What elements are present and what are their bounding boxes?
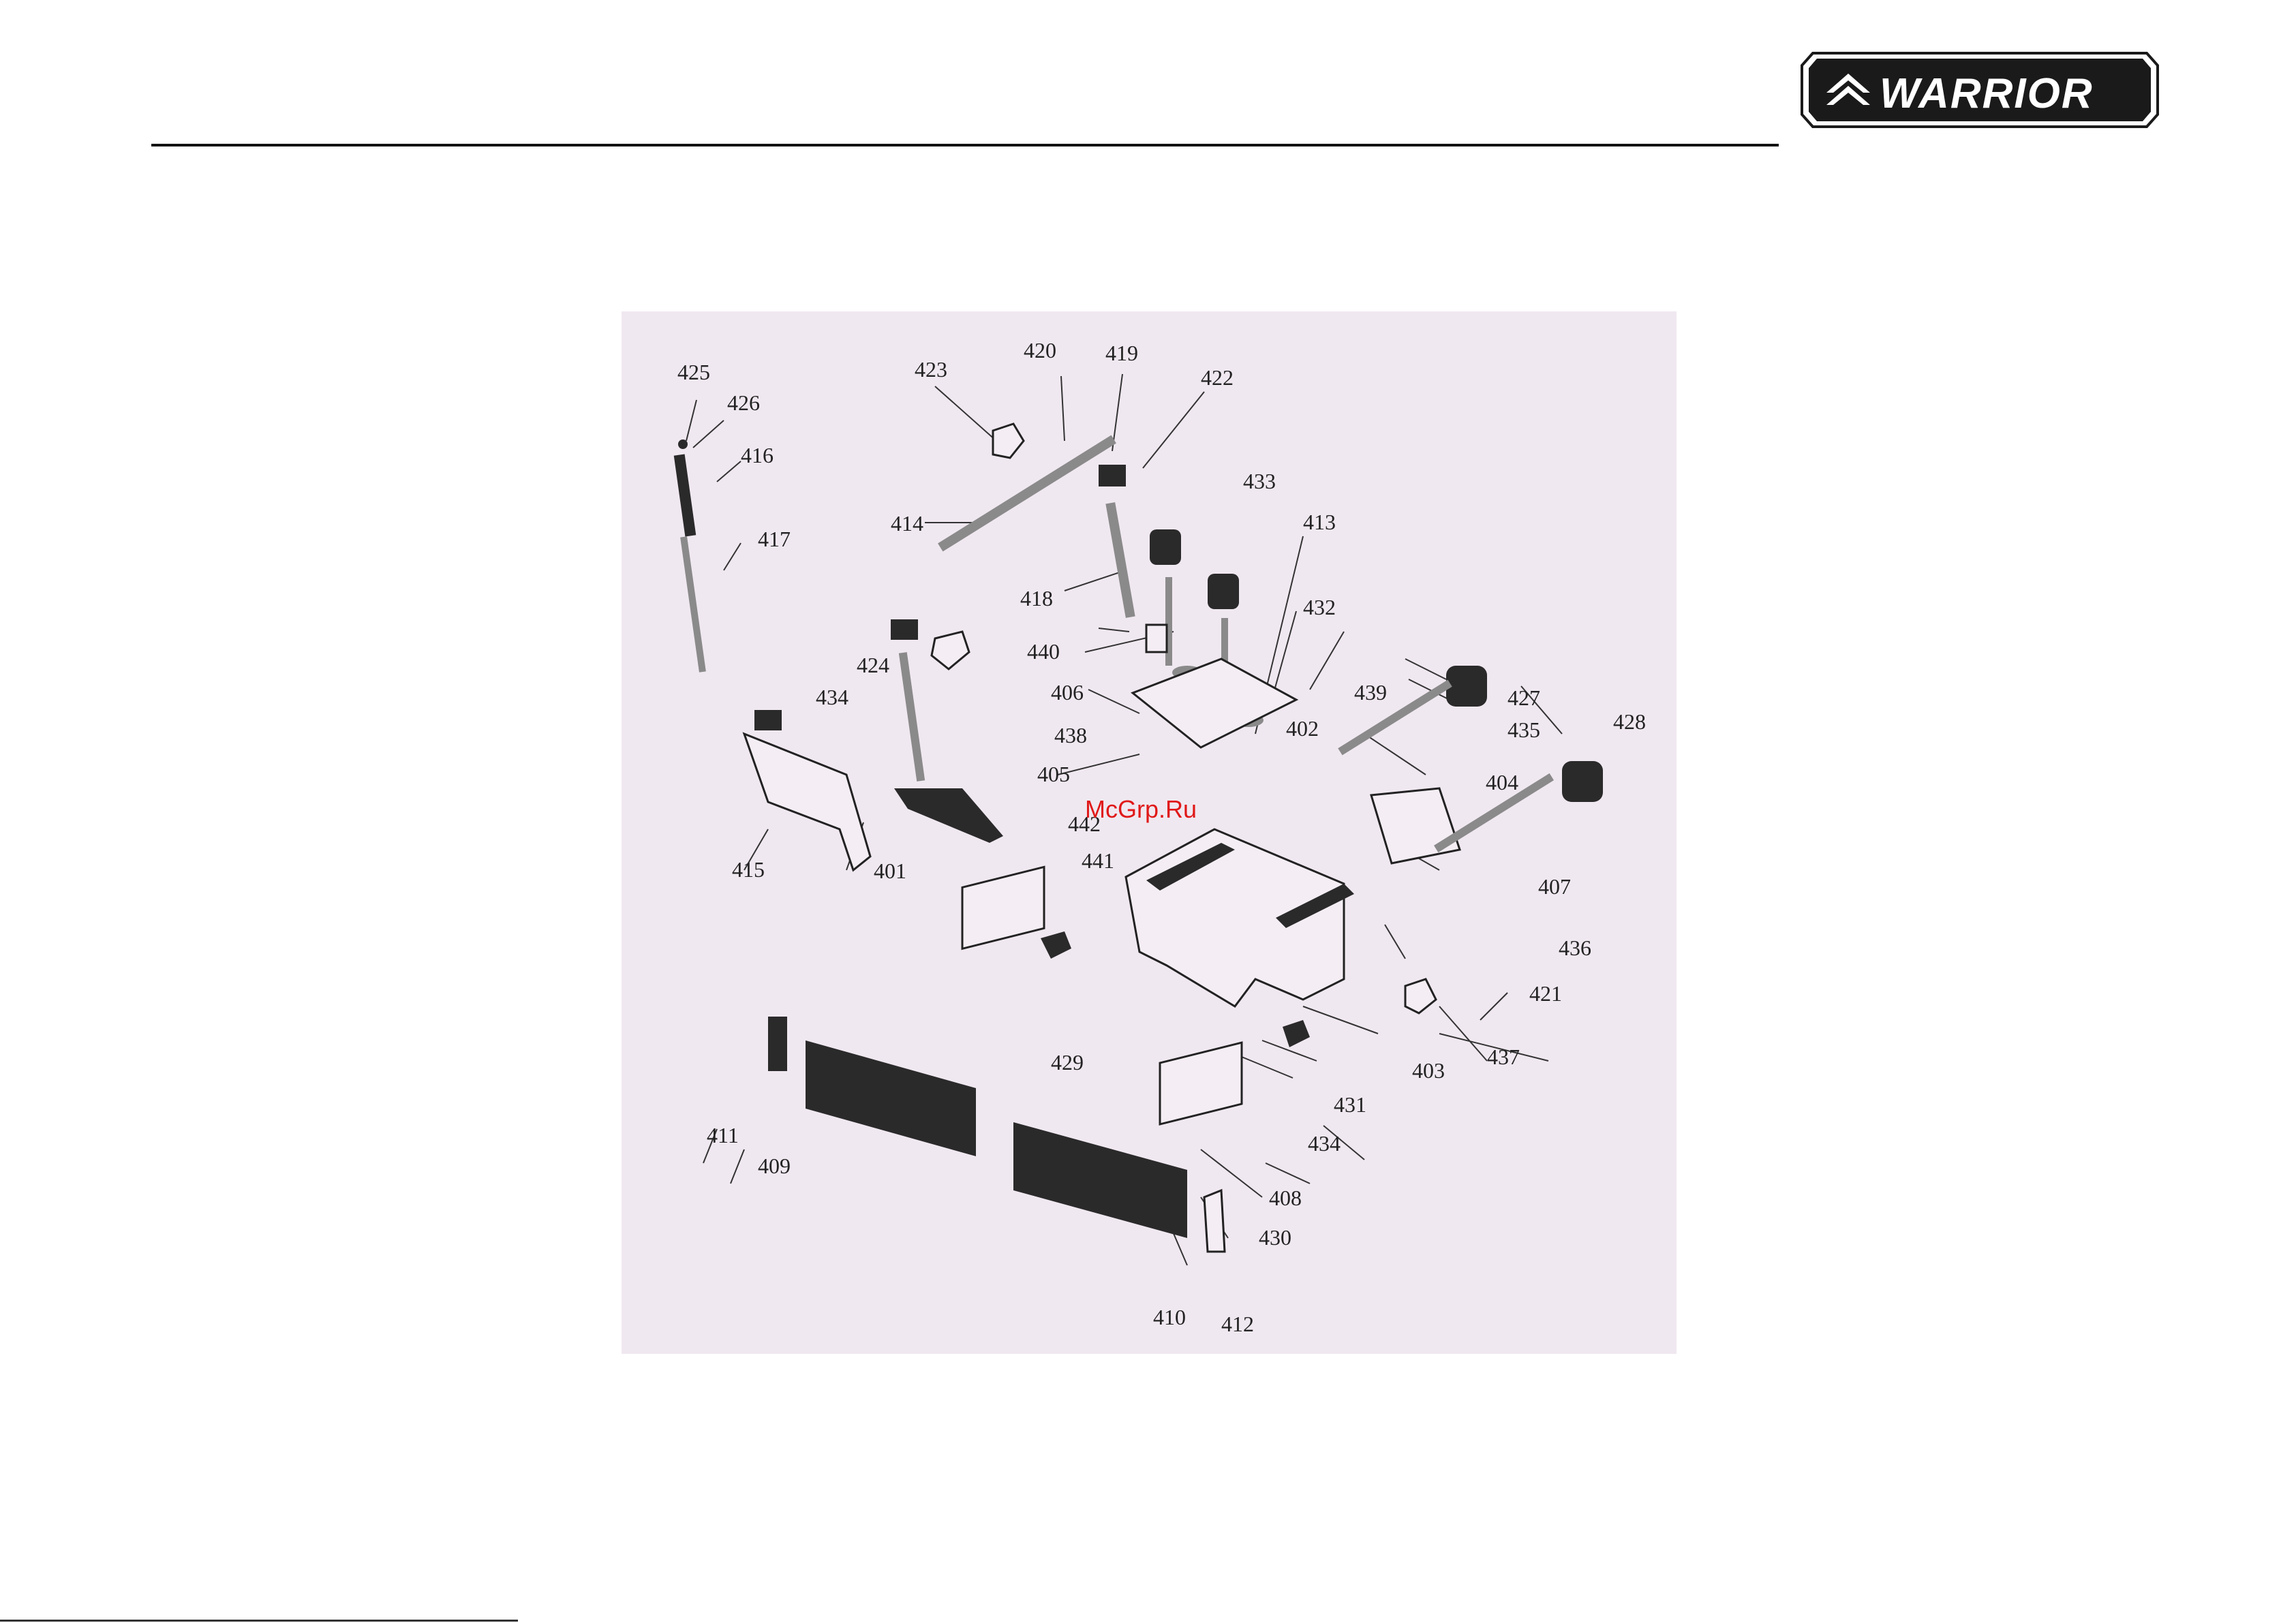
part-label: 410 [1153,1305,1186,1329]
part-label: 430 [1259,1225,1291,1250]
flange-404 [1371,788,1460,863]
part-label: 404 [1486,770,1518,794]
part-label: 420 [1024,338,1056,362]
part-label: 432 [1303,595,1336,619]
block-upper [891,619,918,640]
knob-437 [1405,979,1436,1013]
knob-431 [1283,1020,1310,1047]
part-label: 441 [1082,848,1114,873]
roller-433a [1150,529,1181,565]
parts-diagram: 425 426 416 417 423 420 419 422 414 433 … [622,311,1677,1354]
part-label: 423 [915,357,947,382]
part-label: 411 [707,1123,739,1147]
part-label: 425 [677,360,710,384]
part-label: 431 [1334,1092,1366,1117]
part-label: 424 [857,653,889,677]
part-label: 403 [1412,1058,1445,1083]
part-label: 414 [891,511,923,536]
footer-divider [0,1620,518,1622]
cap-411 [768,1017,787,1071]
part-label: 406 [1051,680,1084,705]
rod-401 [899,652,925,782]
part-label: 409 [758,1154,791,1178]
foot-401 [894,788,1003,843]
knob-mid [932,632,969,669]
part-label: 415 [732,857,765,882]
part-label: 427 [1507,685,1540,710]
part-label: 426 [727,390,760,415]
motor-427 [1446,666,1487,707]
logo-text: WARRIOR [1880,70,2094,117]
part-label: 421 [1529,981,1562,1006]
bushing-406 [1146,625,1167,652]
parts-diagram-drawing: 425 426 416 417 423 420 419 422 414 433 … [622,311,1677,1354]
part-label: 402 [1286,716,1319,741]
warrior-logo: WARRIOR [1799,50,2160,129]
watermark: McGrp.Ru [1085,795,1197,824]
part-label: 439 [1354,680,1387,705]
header-divider [151,144,1779,146]
knob-left [1041,931,1071,959]
part-label: 433 [1243,469,1276,493]
part-label: 419 [1105,341,1138,365]
grille-408 [1160,1042,1242,1124]
block-lower [754,710,782,730]
fence-410 [1013,1122,1187,1238]
grille-left [962,867,1044,948]
part-label: 434 [816,685,848,709]
part-label: 428 [1613,709,1646,734]
plate-405 [1133,659,1296,747]
part-label: 407 [1538,874,1571,899]
rod-418 [1105,502,1135,618]
part-label: 401 [874,859,906,883]
part-label: 417 [758,527,791,551]
rod-414 [938,435,1116,552]
rod-416-417 [674,439,706,673]
housing-403 [1126,829,1344,1006]
part-label: 412 [1221,1312,1254,1336]
part-label: 416 [741,443,774,467]
part-label: 435 [1507,717,1540,742]
part-label: 440 [1027,639,1060,664]
part-label: 413 [1303,510,1336,534]
part-label: 437 [1487,1045,1520,1069]
part-label: 418 [1020,586,1053,610]
motor-428 [1562,761,1603,802]
part-label: 405 [1037,762,1070,786]
part-label: 438 [1054,723,1087,747]
cap-412 [1204,1190,1225,1252]
part-label: 436 [1559,936,1591,960]
part-label: 408 [1269,1186,1302,1210]
roller-433b [1208,574,1239,609]
part-label: 434 [1308,1131,1341,1156]
plate-415 [744,734,870,870]
block-419 [1099,465,1126,486]
knob-423 [993,424,1024,458]
part-label: 422 [1201,365,1234,390]
fence-409 [806,1040,976,1156]
part-label: 429 [1051,1050,1084,1075]
